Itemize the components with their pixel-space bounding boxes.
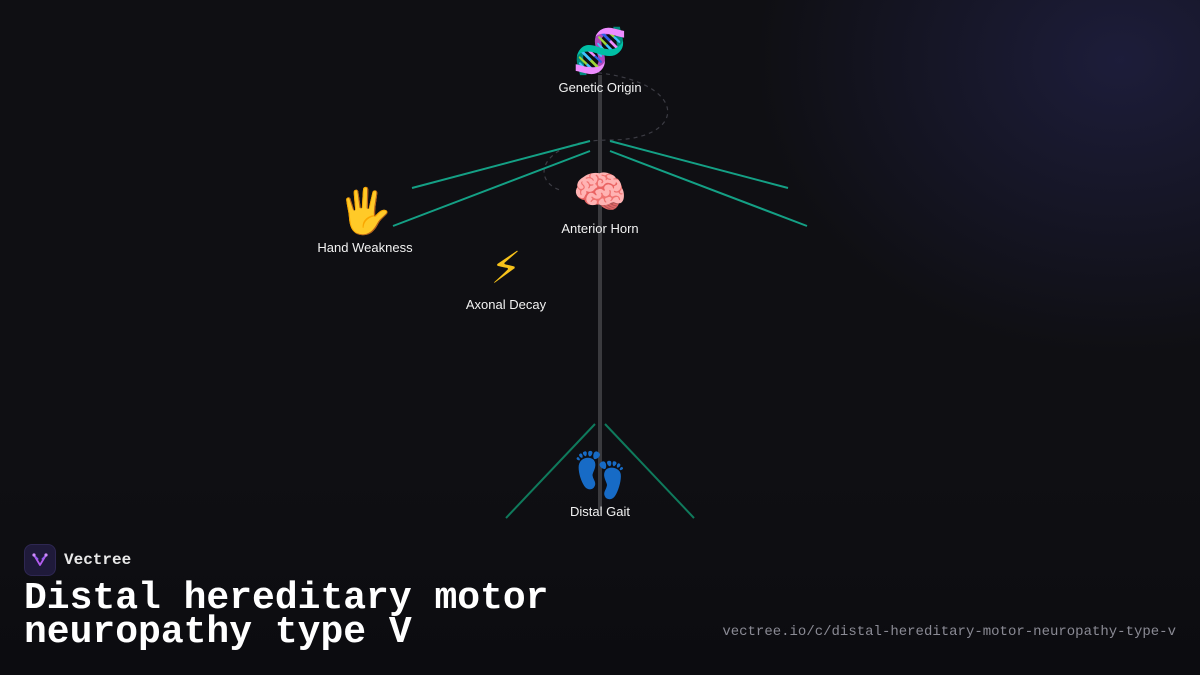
dashed-loop (543, 71, 669, 191)
node-label: Distal Gait (570, 504, 630, 519)
dna-icon: 🧬 (572, 26, 628, 77)
node-hand-weakness[interactable]: 🖐 Hand Weakness (317, 186, 412, 255)
brain-icon: 🧠 (572, 167, 628, 218)
node-label: Genetic Origin (558, 80, 642, 95)
branch-upper-right-2 (609, 150, 808, 227)
node-axonal-decay[interactable]: ⚡ Axonal Decay (466, 243, 546, 312)
title-line-1: Distal hereditary motor (24, 577, 549, 620)
branch-lower-right (604, 423, 695, 519)
node-label: Hand Weakness (317, 240, 413, 255)
branch-lower-left (505, 423, 596, 519)
node-label: Axonal Decay (465, 297, 547, 312)
node-anterior-horn[interactable]: 🧠 Anterior Horn (561, 167, 638, 236)
page-title: Distal hereditary motor neuropathy type … (24, 580, 644, 652)
page-url[interactable]: vectree.io/c/distal-hereditary-motor-neu… (722, 624, 1176, 640)
node-label: Anterior Horn (561, 221, 639, 236)
node-distal-gait[interactable]: 👣 Distal Gait (570, 450, 630, 519)
footprints-icon: 👣 (572, 450, 628, 501)
branch-upper-left-2 (392, 150, 591, 227)
vectree-logo-icon (24, 544, 56, 576)
node-genetic-origin[interactable]: 🧬 Genetic Origin (558, 26, 641, 95)
brand-name: Vectree (64, 551, 132, 569)
title-line-2: neuropathy type V (24, 611, 412, 654)
branch-upper-left-1 (411, 140, 591, 189)
branch-upper-right-1 (609, 140, 789, 189)
hand-icon: 🖐 (337, 186, 393, 237)
brand[interactable]: Vectree (24, 544, 131, 576)
lightning-icon: ⚡ (490, 243, 522, 294)
